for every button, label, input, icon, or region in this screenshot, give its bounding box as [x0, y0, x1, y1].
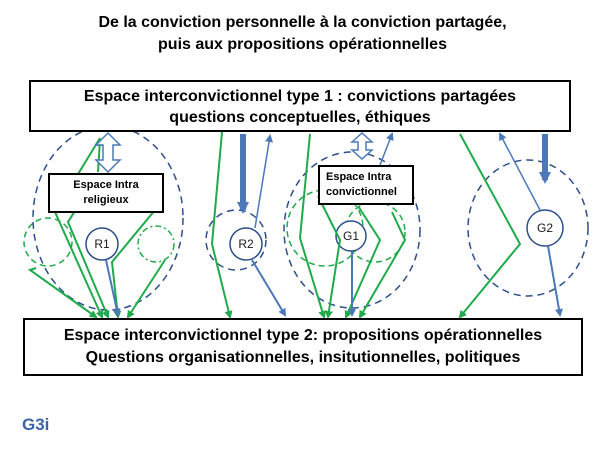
title-line-1: De la conviction personnelle à la convic…	[98, 14, 507, 31]
group-g1	[283, 131, 421, 319]
r1-node-circle	[85, 227, 119, 261]
g1-green-arrow-c	[358, 211, 407, 319]
g2-node-circle	[526, 209, 564, 247]
g1-green-arrow-d	[344, 205, 382, 319]
group-r2	[205, 131, 287, 319]
r1-outer-dashed-circle	[32, 125, 184, 311]
r1-green-arrow-d	[27, 267, 98, 319]
type-2-line-1: Espace interconvictionnel type 2: propos…	[63, 327, 543, 344]
intra-religious-line-1: Espace Intra	[73, 179, 139, 191]
g1-green-arrow-b	[317, 195, 342, 319]
r1-left-green-circle	[23, 217, 73, 267]
g2-blue-down-arrow	[547, 245, 563, 317]
r2-dashed-circle	[205, 209, 267, 271]
node-label-g2: G2	[536, 221, 553, 235]
r2-green-arrow	[210, 131, 233, 319]
r1-right-green-circle	[137, 225, 175, 263]
g1-node-circle	[335, 220, 367, 252]
interconvictional-space-type-1-box: Espace interconvictionnel type 1 : convi…	[29, 80, 571, 132]
g2-thin-up-arrow	[499, 132, 541, 211]
interconvictional-space-type-2-box: Espace interconvictionnel type 2: propos…	[23, 318, 583, 376]
title-line-2: puis aux propositions opérationnelles	[158, 36, 447, 53]
g1-double-arrow-icon	[350, 131, 374, 161]
r2-blue-down-arrow	[251, 259, 287, 317]
r1-green-arrow-e	[126, 259, 166, 319]
g2-dashed-circle	[467, 159, 589, 297]
intra-convictional-line-1: Espace Intra	[326, 171, 392, 183]
diagram-title: De la conviction personnelle à la convic…	[0, 12, 605, 56]
g3i-footer-label: G3i	[22, 415, 50, 434]
r2-thin-up-arrow	[254, 134, 273, 229]
g1-blue-up-arrow	[379, 132, 394, 166]
node-label-r1: R1	[94, 237, 110, 251]
node-label-r2: R2	[238, 237, 254, 251]
group-r1	[23, 125, 184, 319]
group-g2	[458, 132, 589, 319]
intra-convictional-line-2: convictionnel	[326, 186, 397, 198]
intra-religious-space-box: Espace Intra religieux	[48, 173, 164, 213]
type-2-line-2: Questions organisationnelles, insitution…	[85, 349, 521, 366]
r1-blue-down-arrow	[105, 259, 121, 317]
type-1-line-1: Espace interconvictionnel type 1 : convi…	[83, 88, 517, 105]
g1-green-arrow-a	[298, 133, 327, 319]
r2-node-circle	[229, 227, 263, 261]
r1-green-arrow-c	[110, 203, 161, 319]
type-1-line-2: questions conceptuelles, éthiques	[169, 109, 431, 126]
node-label-g1: G1	[342, 229, 359, 243]
r1-double-arrow-icon	[94, 131, 122, 174]
g2-green-arrow	[458, 133, 522, 319]
intra-convictional-space-box: Espace Intra convictionnel	[318, 165, 414, 205]
intra-religious-line-2: religieux	[83, 194, 129, 206]
